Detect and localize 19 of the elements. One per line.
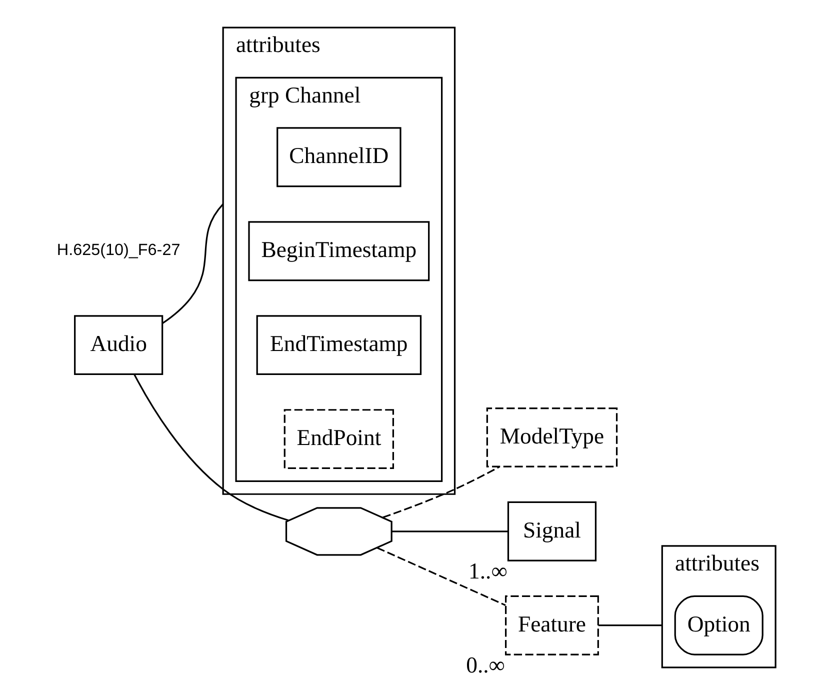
node-box: BeginTimestamp [248, 221, 430, 282]
node-octagon [285, 507, 392, 556]
connector [134, 374, 289, 522]
node-box: ModelType [486, 407, 618, 468]
label: H.625(10)_F6-27 [56, 241, 180, 260]
node-box: Feature [505, 595, 599, 656]
node-box: Signal [507, 501, 597, 562]
connector [376, 547, 506, 606]
connector [162, 204, 224, 324]
node-box: EndTimestamp [256, 315, 422, 376]
node-box: ChannelID [276, 127, 402, 188]
connector [598, 624, 662, 626]
connector [392, 530, 508, 532]
node-box: EndPoint [284, 409, 394, 470]
node-box: Audio [74, 315, 164, 376]
connector [382, 466, 500, 518]
node-label: 1..∞ [468, 558, 508, 584]
node-box: Option [674, 595, 764, 656]
node-label: 0..∞ [466, 652, 505, 678]
